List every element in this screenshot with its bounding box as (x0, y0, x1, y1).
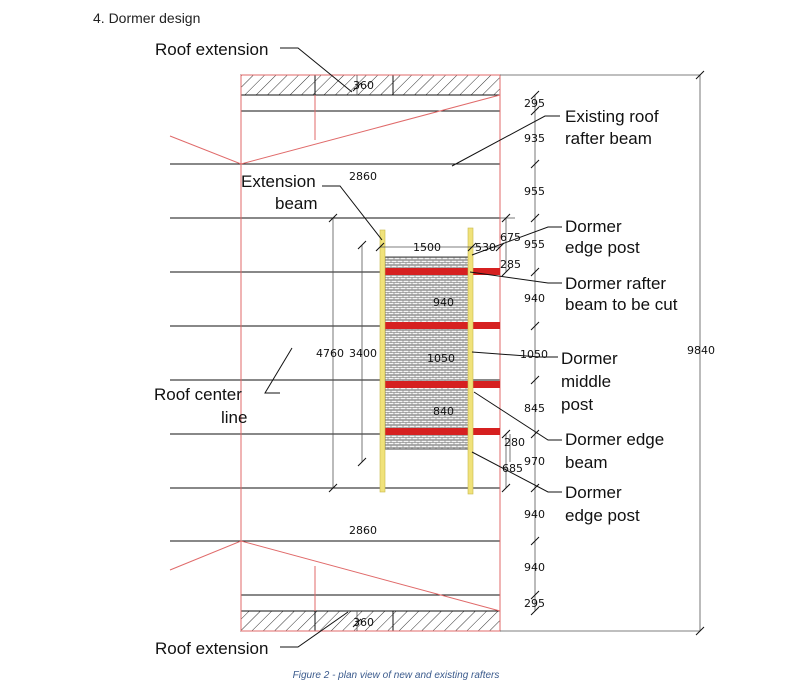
label-extension-beam-1: Extension (241, 172, 316, 191)
label-dormer-middle-post-2: middle (561, 372, 611, 391)
label-dormer-rafter-cut-2: beam to be cut (565, 295, 678, 314)
chain-dim: 1050 (520, 348, 548, 361)
extension-beam (379, 229, 386, 493)
label-dormer-middle-post-3: post (561, 395, 593, 414)
label-dormer-edge-post-top-1: Dormer (565, 217, 622, 236)
chain-dim: 845 (524, 402, 545, 415)
label-roof-extension-top: Roof extension (155, 40, 268, 59)
label-dormer-edge-beam-2: beam (565, 453, 608, 472)
dormer-edge-beam (467, 227, 474, 495)
label-dormer-edge-post-bottom-2: edge post (565, 506, 640, 525)
chain-dim: 940 (524, 561, 545, 574)
chain-dim: 955 (524, 185, 545, 198)
label-existing-rafter-1: Existing roof (565, 107, 659, 126)
label-dormer-edge-post-top-2: edge post (565, 238, 640, 257)
dim-inner-840: 840 (433, 405, 454, 418)
label-roof-center-line-1: Roof center (154, 385, 242, 404)
dim-offset-675: 675 (500, 231, 521, 244)
chain-dim: 955 (524, 238, 545, 251)
label-extension-beam-2: beam (275, 194, 318, 213)
chain-dim: 970 (524, 455, 545, 468)
chain-dim: 295 (524, 597, 545, 610)
dim-offset-285: 285 (500, 258, 521, 271)
figure-caption: Figure 2 - plan view of new and existing… (292, 670, 500, 681)
dim-total-left: 4760 (316, 347, 344, 360)
chain-dim: 940 (524, 292, 545, 305)
label-dormer-edge-beam-1: Dormer edge (565, 430, 664, 449)
dim-total-right: 9840 (687, 344, 715, 357)
dormer-roof-area (384, 256, 473, 450)
label-dormer-rafter-cut-1: Dormer rafter (565, 274, 666, 293)
dim-dormer-length: 3400 (349, 347, 377, 360)
roof-outline (169, 74, 501, 632)
dim-offset-530: 530 (475, 241, 496, 254)
label-dormer-middle-post-1: Dormer (561, 349, 618, 368)
label-roof-center-line-2: line (221, 408, 247, 427)
dim-ext-top: 360 (353, 79, 374, 92)
label-existing-rafter-2: rafter beam (565, 129, 652, 148)
dim-offset-280: 280 (504, 436, 525, 449)
dim-inner-940: 940 (433, 296, 454, 309)
dim-span-bottom: 2860 (349, 524, 377, 537)
dim-offset-685: 685 (502, 462, 523, 475)
section-heading: 4. Dormer design (93, 10, 201, 26)
label-roof-extension-bottom: Roof extension (155, 639, 268, 658)
dim-span-top: 2860 (349, 170, 377, 183)
dim-ext-bottom: 360 (353, 616, 374, 629)
callout-leaders (264, 47, 562, 648)
chain-dim: 940 (524, 508, 545, 521)
right-dimension-chain: 295 935 955 955 940 1050 845 970 940 940… (520, 97, 548, 610)
dormer-rafters (385, 268, 500, 435)
dimension-lines (328, 70, 705, 636)
chain-dim: 935 (524, 132, 545, 145)
dim-dormer-width: 1500 (413, 241, 441, 254)
label-dormer-edge-post-bottom-1: Dormer (565, 483, 622, 502)
chain-dim: 295 (524, 97, 545, 110)
dim-inner-1050: 1050 (427, 352, 455, 365)
